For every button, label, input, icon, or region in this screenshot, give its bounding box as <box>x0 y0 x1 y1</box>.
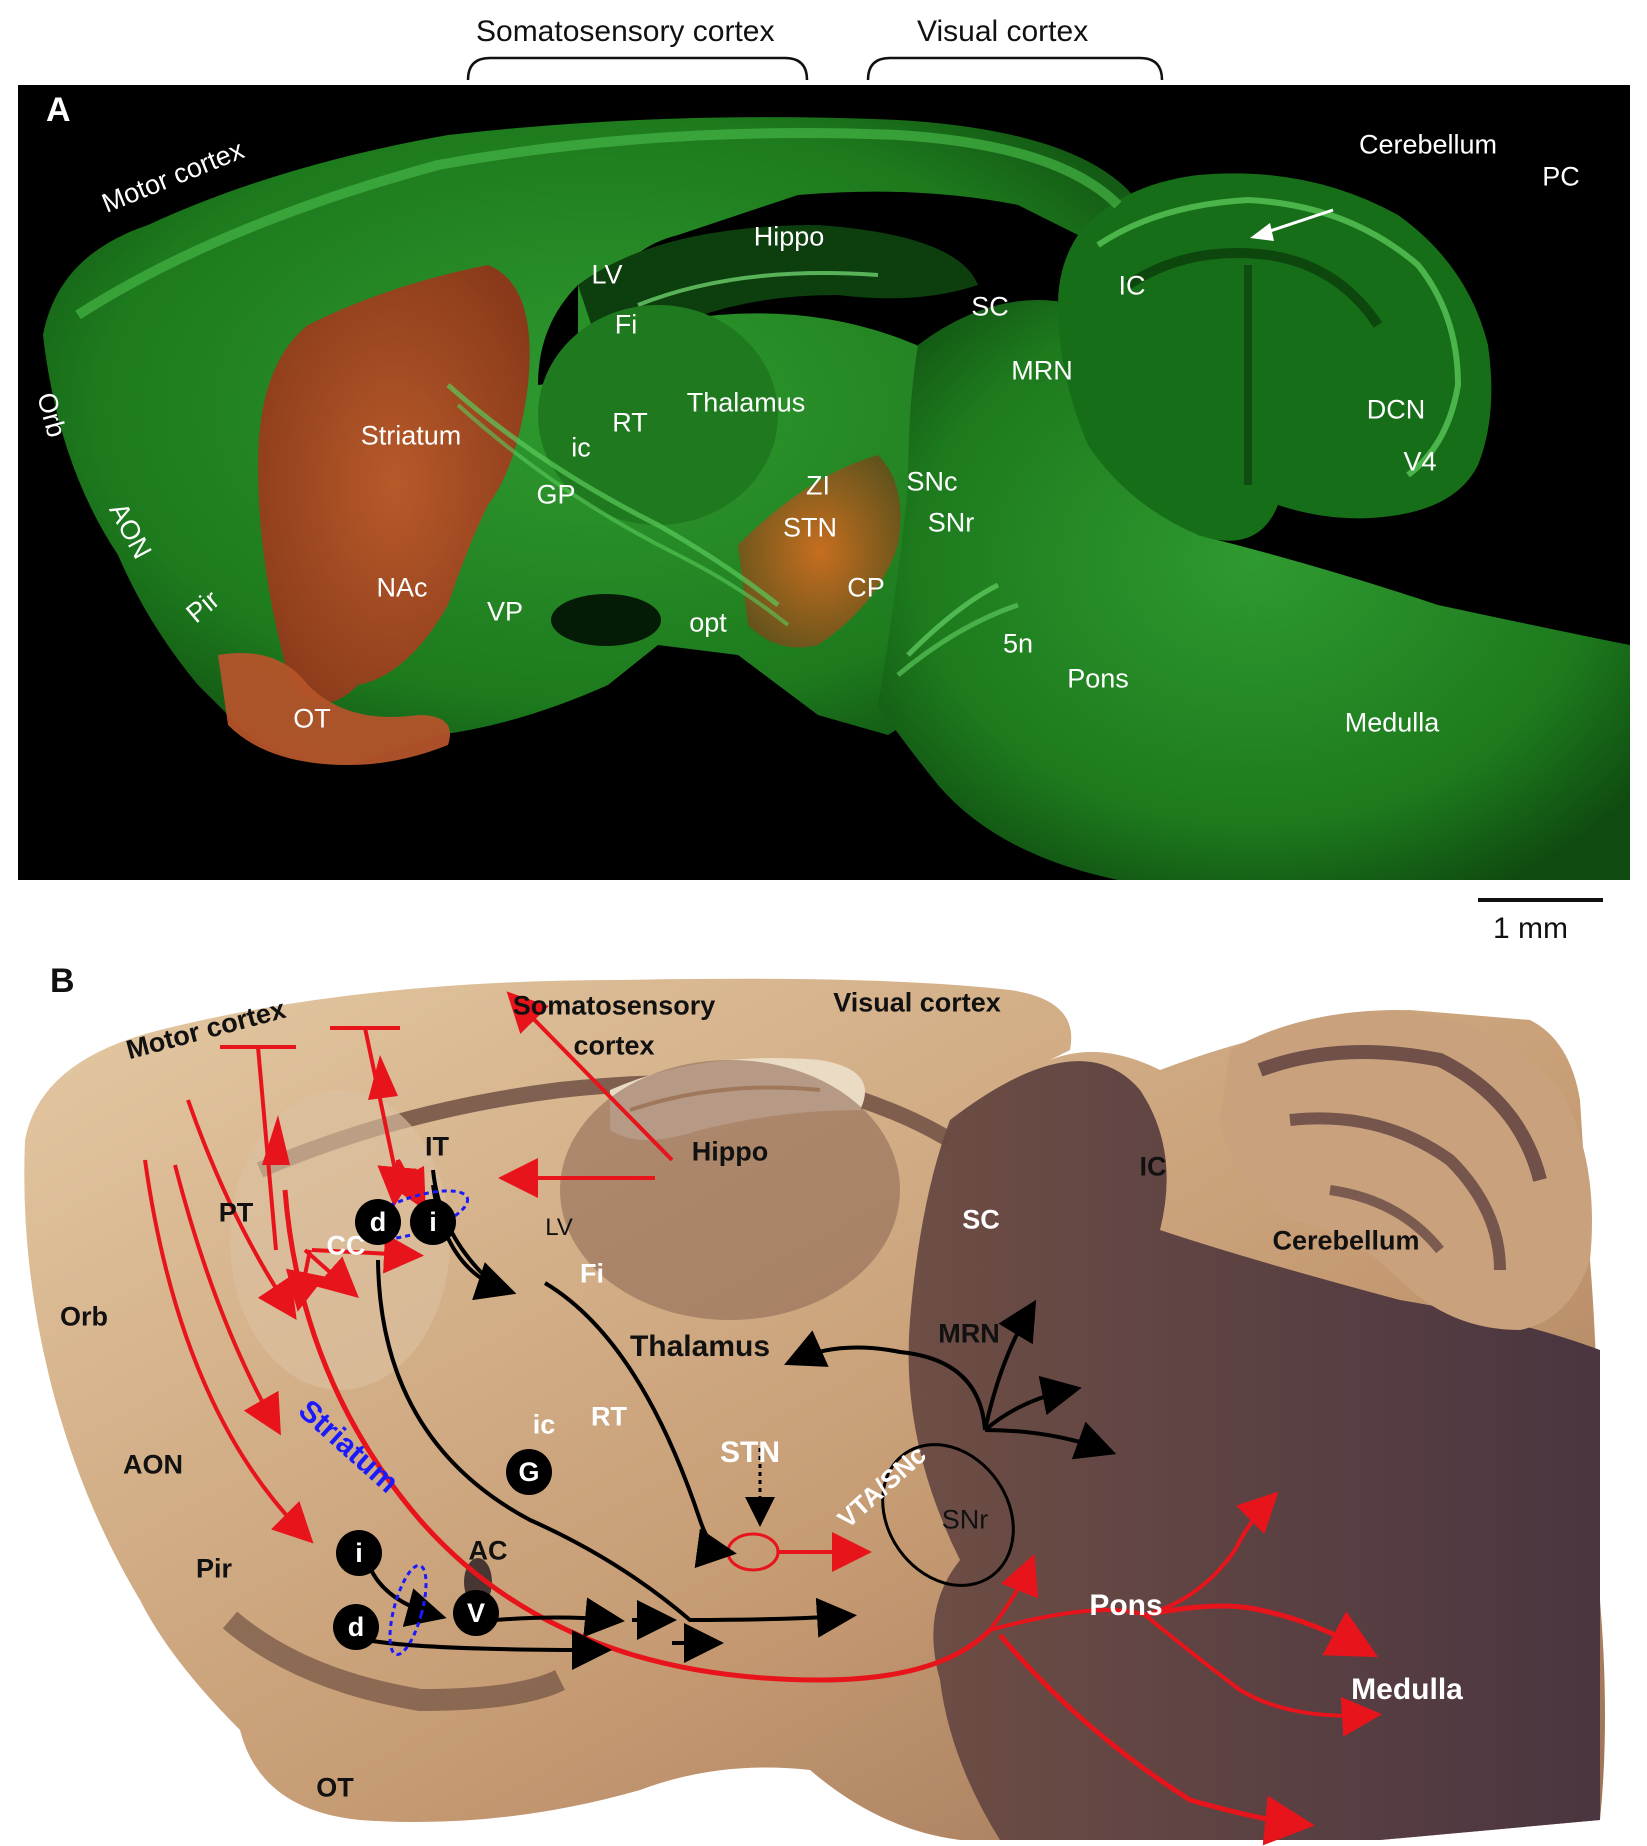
b-label-stn: STN <box>720 1436 780 1469</box>
panel-b-brainstem <box>908 1061 1600 1840</box>
panel-b-stained-section: Motor cortex Somatosensory cortex Visual… <box>0 960 1647 1846</box>
a-label-lv: LV <box>591 259 623 290</box>
node-d-upper: d <box>355 1199 401 1245</box>
a-label-medulla: Medulla <box>1344 707 1440 738</box>
a-label-vp: VP <box>486 596 524 627</box>
a-label-nac: NAc <box>376 572 428 603</box>
panel-b-brain-drawing <box>24 978 1605 1846</box>
a-label-pc: PC <box>1542 161 1580 192</box>
panel-a-brainstem <box>878 300 1630 880</box>
a-label-5n: 5n <box>1002 628 1034 659</box>
b-label-hippo: Hippo <box>691 1136 769 1167</box>
b-label-rt: RT <box>591 1401 627 1432</box>
b-label-it: IT <box>425 1131 449 1162</box>
b-label-sc: SC <box>962 1204 1000 1235</box>
b-label-aon: AON <box>123 1449 183 1480</box>
a-label-ic-lower: ic <box>571 432 591 463</box>
panel-a-fluorescence-image: A Motor cortex Cerebellum PC Hippo LV SC… <box>18 85 1630 880</box>
a-label-cerebellum: Cerebellum <box>1358 129 1498 160</box>
panel-a-substantia-nigra <box>738 455 901 648</box>
striatum-dotted-ellipse-lower <box>388 1563 428 1657</box>
somatosensory-brace <box>466 56 809 81</box>
a-label-rt: RT <box>612 407 648 438</box>
header-braces <box>466 56 1164 81</box>
b-label-visual-cortex: Visual cortex <box>833 987 1001 1018</box>
a-label-snc: SNc <box>906 466 958 497</box>
pt-main-projection <box>282 1189 992 1683</box>
node-d-lower: d <box>333 1604 379 1650</box>
b-label-thalamus: Thalamus <box>629 1330 771 1363</box>
b-label-somatosensory-line2: cortex <box>573 1030 655 1061</box>
b-label-orb: Orb <box>59 1301 109 1332</box>
a-label-fi: Fi <box>614 309 638 340</box>
b-label-snr: SNr <box>941 1504 989 1535</box>
scale-bar <box>1478 898 1603 902</box>
b-label-fi: Fi <box>580 1258 604 1289</box>
a-label-snr: SNr <box>927 507 975 538</box>
snr-ellipse <box>881 1443 1015 1587</box>
a-label-ic-upper: IC <box>1118 270 1146 301</box>
node-v: V <box>453 1590 499 1636</box>
b-label-ic-upper: IC <box>1139 1151 1167 1182</box>
b-label-somatosensory-line1: Somatosensory <box>512 990 716 1021</box>
a-label-gp: GP <box>536 479 576 510</box>
a-label-opt: opt <box>689 607 727 638</box>
a-label-pons: Pons <box>1067 663 1129 694</box>
node-i-upper: i <box>410 1199 456 1245</box>
b-label-mrn: MRN <box>938 1318 1000 1349</box>
a-label-cp: CP <box>847 572 885 603</box>
a-label-mrn: MRN <box>1011 355 1073 386</box>
a-label-hippo: Hippo <box>753 221 825 252</box>
a-label-zi: ZI <box>806 470 830 501</box>
b-label-pir: Pir <box>195 1553 233 1584</box>
panel-a-brain-drawing <box>43 117 1630 880</box>
a-label-ot: OT <box>293 703 331 734</box>
visual-cortex-header: Visual cortex <box>917 15 1089 48</box>
b-label-lv: LV <box>545 1214 573 1241</box>
panel-a-letter: A <box>46 91 71 129</box>
panel-b-letter: B <box>50 962 75 1000</box>
b-label-cerebellum: Cerebellum <box>1272 1225 1420 1256</box>
a-label-sc: SC <box>971 291 1009 322</box>
b-label-medulla: Medulla <box>1351 1673 1463 1706</box>
scale-bar-label: 1 mm <box>1493 912 1568 945</box>
panel-a-striatum <box>258 265 530 703</box>
a-label-v4: V4 <box>1403 446 1437 477</box>
b-label-ot: OT <box>316 1772 354 1803</box>
node-i-lower: i <box>336 1530 382 1576</box>
somatosensory-cortex-header: Somatosensory cortex <box>476 15 775 48</box>
visual-brace <box>866 56 1164 81</box>
a-label-thalamus: Thalamus <box>686 387 806 418</box>
b-label-pons: Pons <box>1089 1589 1163 1622</box>
b-label-ac: AC <box>468 1535 508 1566</box>
b-label-ic-lower: ic <box>532 1409 556 1440</box>
a-label-striatum: Striatum <box>360 420 462 451</box>
a-label-stn: STN <box>783 512 837 543</box>
b-label-pt: PT <box>218 1197 254 1228</box>
node-g: G <box>506 1449 552 1495</box>
a-label-dcn: DCN <box>1366 394 1426 425</box>
